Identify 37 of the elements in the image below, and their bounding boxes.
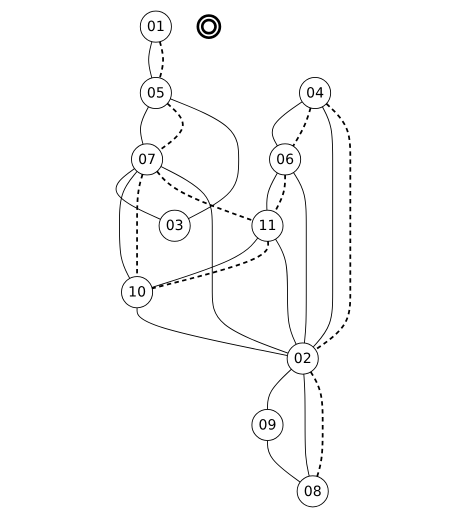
node-circle: 05 [140, 76, 172, 109]
connector [303, 373, 310, 476]
connector [266, 172, 278, 210]
connector [118, 170, 138, 278]
node-circle: 10 [120, 276, 153, 308]
connector [170, 98, 239, 219]
connector [312, 106, 333, 347]
node-circle: 11 [251, 209, 284, 242]
node-circle: 04 [298, 76, 331, 109]
connector [158, 102, 184, 150]
connector [160, 166, 288, 354]
connector [292, 172, 306, 344]
node-circle: 02 [286, 342, 319, 374]
connector [266, 440, 300, 482]
connector [292, 107, 312, 146]
connector [115, 168, 161, 220]
node-circle: 08 [296, 474, 329, 507]
node-circle: 01 [140, 10, 172, 42]
connector [274, 174, 286, 212]
connector [272, 100, 302, 146]
connector [140, 106, 149, 144]
connector [310, 370, 324, 476]
node-circle: 06 [268, 142, 301, 175]
connector [136, 306, 288, 356]
node-circle: 03 [158, 209, 190, 242]
node-circle [196, 14, 222, 38]
connector [158, 40, 164, 78]
connector [148, 40, 152, 78]
connector [266, 368, 292, 410]
connector [152, 240, 269, 289]
connector [274, 238, 296, 344]
connector [156, 170, 253, 221]
node-circle: 07 [130, 142, 163, 175]
connector [136, 174, 144, 276]
node-circle: 09 [251, 408, 284, 440]
connector [314, 102, 351, 350]
connector [151, 237, 258, 288]
